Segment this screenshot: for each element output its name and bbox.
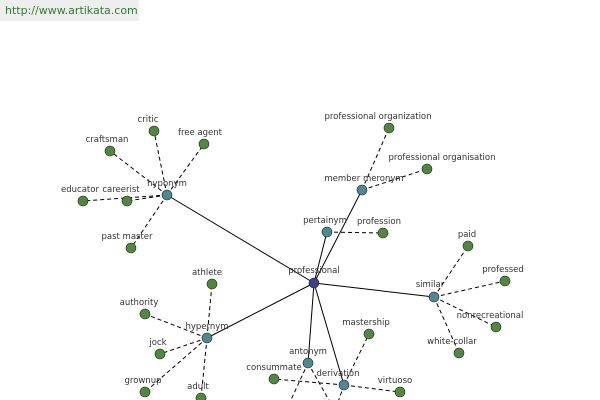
edge-hypernym-to-jock bbox=[159, 337, 208, 355]
node-label-professional: professional bbox=[288, 266, 340, 276]
node-label-prof-organization: professional organization bbox=[324, 112, 431, 122]
edge-similar-to-white_collar bbox=[433, 296, 460, 354]
edge-professional-to-pertainym bbox=[313, 231, 328, 284]
edge-derivation-to-consummate bbox=[273, 378, 345, 386]
edge-professional-to-member_meronym bbox=[313, 189, 363, 284]
nodes-layer bbox=[77, 122, 511, 400]
labels-layer: professional hyponym member meronym pertain… bbox=[61, 112, 524, 392]
node-craftsman[interactable] bbox=[104, 145, 116, 157]
node-educator[interactable] bbox=[77, 195, 89, 207]
node-derivation[interactable] bbox=[338, 379, 350, 391]
edge-professional-to-hyponym_top bbox=[166, 194, 315, 284]
edge-professional-to-antonym bbox=[307, 282, 315, 364]
node-label-past-master: past master bbox=[101, 232, 153, 242]
node-label-derivation: derivation bbox=[316, 369, 359, 379]
node-authority[interactable] bbox=[139, 308, 151, 320]
node-pertainym[interactable] bbox=[321, 226, 333, 238]
edge-similar-to-paid bbox=[433, 245, 469, 298]
node-label-nonrecreational: nonrecreational bbox=[457, 311, 524, 321]
edge-similar-to-nonrecreational bbox=[433, 296, 497, 328]
node-free-agent[interactable] bbox=[198, 138, 210, 150]
node-professional[interactable] bbox=[308, 277, 320, 289]
node-label-pertainym: pertainym bbox=[303, 216, 347, 226]
edge-hyponym_top-to-past_master bbox=[130, 194, 168, 249]
node-past-master[interactable] bbox=[125, 242, 137, 254]
node-hypernym[interactable] bbox=[201, 332, 213, 344]
edge-professional-to-derivation bbox=[313, 282, 345, 386]
node-antonym[interactable] bbox=[302, 357, 314, 369]
node-label-prof-organisation: professional organisation bbox=[388, 153, 495, 163]
node-label-similar: similar bbox=[416, 280, 445, 290]
node-similar[interactable] bbox=[428, 291, 440, 303]
node-label-careerist: careerist bbox=[102, 185, 140, 195]
node-mastership[interactable] bbox=[363, 328, 375, 340]
node-critic[interactable] bbox=[148, 125, 160, 137]
node-label-member-meronym: member meronym bbox=[324, 174, 403, 184]
node-white-collar[interactable] bbox=[453, 347, 465, 359]
node-label-adult: adult bbox=[187, 382, 209, 392]
edge-hyponym_top-to-free_agent bbox=[166, 143, 205, 196]
node-adult[interactable] bbox=[195, 392, 207, 400]
edge-offscreen-antonym-0 bbox=[290, 362, 309, 400]
node-label-antonym: antonym bbox=[289, 347, 327, 357]
edge-similar-to-professed bbox=[433, 280, 506, 298]
node-professed[interactable] bbox=[499, 275, 511, 287]
edge-hyponym_top-to-careerist bbox=[126, 194, 168, 202]
node-label-free-agent: free agent bbox=[178, 128, 223, 138]
node-grownup[interactable] bbox=[139, 386, 151, 398]
node-paid[interactable] bbox=[462, 240, 474, 252]
edge-member_meronym-to-prof_organisation bbox=[361, 168, 428, 191]
edge-derivation-to-mastership bbox=[343, 333, 370, 386]
node-label-consummate: consummate bbox=[246, 363, 301, 373]
edge-professional-to-hypernym bbox=[206, 282, 315, 339]
node-label-hyponym-top: hyponym bbox=[147, 179, 187, 189]
node-label-critic: critic bbox=[138, 115, 159, 125]
node-label-profession: profession bbox=[357, 217, 401, 227]
edge-hypernym-to-athlete bbox=[206, 283, 213, 339]
node-careerist[interactable] bbox=[121, 195, 133, 207]
node-hyponym-top[interactable] bbox=[161, 189, 173, 201]
node-label-paid: paid bbox=[458, 230, 476, 240]
node-virtuoso[interactable] bbox=[394, 386, 406, 398]
edge-pertainym-to-profession bbox=[326, 231, 384, 234]
node-prof-organization[interactable] bbox=[383, 122, 395, 134]
node-member-meronym[interactable] bbox=[356, 184, 368, 196]
node-label-white-collar: white-collar bbox=[427, 337, 477, 347]
site-url-banner[interactable]: http://www.artikata.com bbox=[0, 0, 139, 21]
edges-layer bbox=[82, 127, 506, 399]
node-jock[interactable] bbox=[154, 348, 166, 360]
node-label-jock: jock bbox=[148, 338, 166, 348]
edge-derivation-to-virtuoso bbox=[343, 384, 401, 393]
node-label-authority: authority bbox=[120, 298, 159, 308]
node-label-mastership: mastership bbox=[342, 318, 390, 328]
node-label-educator: educator bbox=[61, 185, 99, 195]
edge-professional-to-similar bbox=[313, 282, 435, 298]
node-label-hypernym: hypernym bbox=[185, 322, 228, 332]
edge-hyponym_top-to-critic bbox=[153, 130, 168, 196]
node-label-virtuoso: virtuoso bbox=[378, 376, 412, 386]
node-label-athlete: athlete bbox=[192, 268, 222, 278]
edge-hypernym-to-adult bbox=[200, 337, 208, 399]
node-nonrecreational[interactable] bbox=[490, 321, 502, 333]
edge-member_meronym-to-prof_organization bbox=[361, 127, 390, 191]
site-url-link[interactable]: http://www.artikata.com bbox=[5, 4, 138, 17]
node-label-professed: professed bbox=[482, 265, 524, 275]
edge-hyponym_top-to-craftsman bbox=[109, 150, 168, 196]
node-consummate[interactable] bbox=[268, 373, 280, 385]
node-profession[interactable] bbox=[377, 227, 389, 239]
edge-offscreen-antonym-1 bbox=[307, 362, 330, 400]
node-label-grownup: grownup bbox=[124, 376, 161, 386]
node-prof-organisation[interactable] bbox=[421, 163, 433, 175]
node-athlete[interactable] bbox=[206, 278, 218, 290]
node-label-craftsman: craftsman bbox=[86, 135, 129, 145]
